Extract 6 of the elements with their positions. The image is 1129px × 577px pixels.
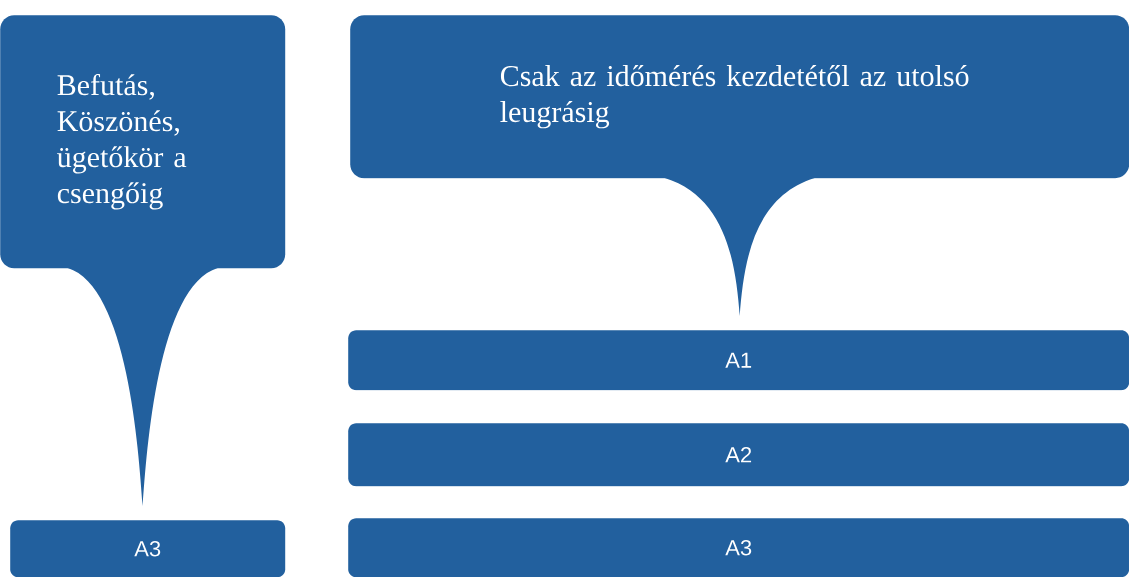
bar-box: A2 (348, 423, 1129, 487)
callout-pointer (67, 267, 218, 506)
callout-pointer (664, 177, 815, 316)
bar-box: A1 (348, 330, 1129, 391)
bar-box: A3 (348, 518, 1129, 577)
bar-box: A3 (10, 520, 286, 577)
